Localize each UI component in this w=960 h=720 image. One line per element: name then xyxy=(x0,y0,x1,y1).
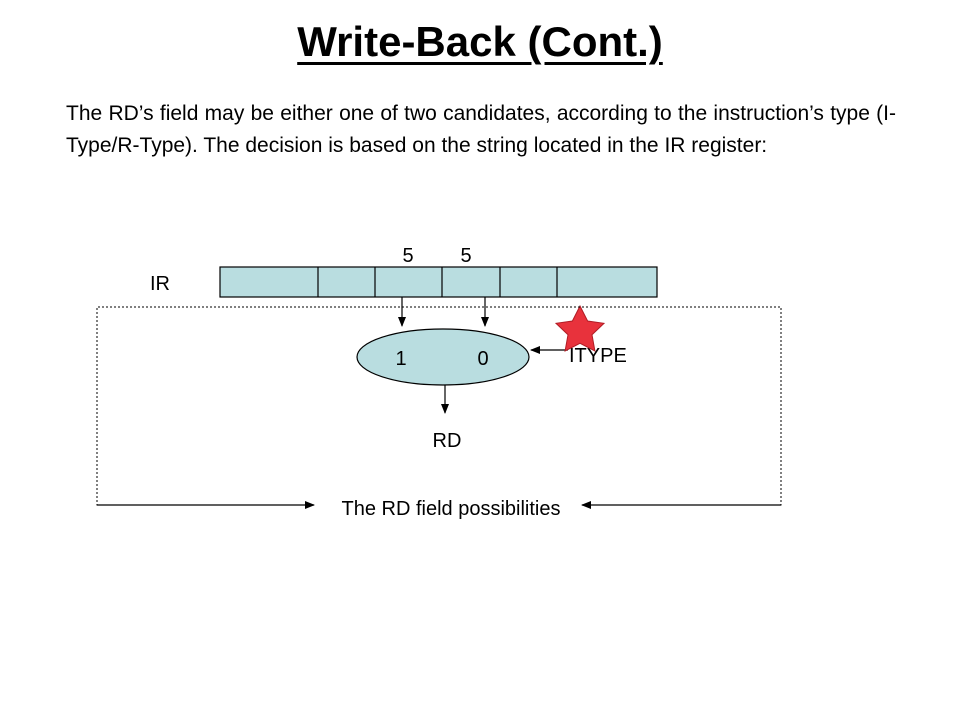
ir-register-body xyxy=(219,266,658,298)
mux-ellipse xyxy=(356,328,530,386)
diagram-caption: The RD field possibilities xyxy=(342,498,561,520)
field-width-label-1: 5 xyxy=(402,245,413,267)
output-label: RD xyxy=(433,430,462,452)
select-label: ITYPE xyxy=(569,345,627,367)
slide-title: Write-Back (Cont.) xyxy=(297,18,663,65)
register-label: IR xyxy=(150,273,170,295)
mux-input-1: 1 xyxy=(395,348,406,370)
star-icon xyxy=(554,304,606,352)
mux-input-0: 0 xyxy=(477,348,488,370)
field-width-label-2: 5 xyxy=(460,245,471,267)
body-paragraph: The RD’s field may be either one of two … xyxy=(66,102,896,157)
ir-register xyxy=(219,266,658,298)
